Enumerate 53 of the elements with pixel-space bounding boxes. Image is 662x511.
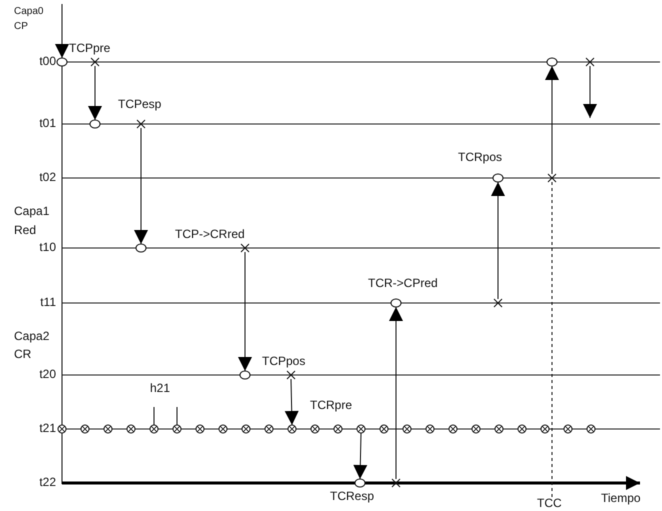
text-label: t01	[39, 117, 56, 131]
receive-mark	[391, 299, 401, 307]
arrow	[238, 252, 252, 372]
send-mark	[286, 371, 296, 379]
text-label: TCResp	[330, 490, 374, 504]
text-label: t21	[39, 422, 56, 436]
text-label: TCRpre	[310, 399, 352, 413]
text-label: t22	[39, 476, 56, 490]
arrow	[55, 16, 69, 58]
arrow	[389, 306, 403, 480]
arrow	[353, 432, 368, 480]
text-label: h21	[150, 382, 170, 396]
text-label: t02	[39, 171, 56, 185]
arrow	[88, 66, 102, 120]
text-label: t00	[39, 55, 56, 69]
text-label: TCP->CRred	[175, 228, 245, 242]
receive-mark	[240, 371, 250, 379]
receive-mark	[356, 425, 366, 433]
send-mark	[391, 479, 401, 487]
arrow	[134, 128, 148, 244]
send-mark	[90, 58, 100, 66]
receive-mark	[287, 425, 297, 433]
receive-mark	[136, 244, 146, 252]
text-label: t11	[40, 296, 56, 310]
text-label: Capa2	[14, 330, 50, 344]
text-label: CR	[14, 348, 32, 362]
text-label: Capa0	[14, 6, 44, 18]
receive-mark	[57, 58, 67, 66]
text-label: TCR->CPred	[368, 277, 438, 291]
arrow	[583, 66, 597, 118]
arrow	[284, 378, 299, 426]
text-label: TCPesp	[118, 98, 162, 112]
text-label: t20	[39, 368, 56, 382]
receive-mark	[90, 120, 100, 128]
send-mark	[136, 120, 146, 128]
receive-mark	[547, 58, 557, 66]
receive-mark	[355, 479, 365, 487]
text-label: CP	[14, 21, 28, 32]
text-label: t10	[39, 241, 56, 255]
text-label: TCRpos	[458, 151, 502, 165]
text-label: Red	[14, 224, 36, 238]
text-label: Tiempo	[601, 492, 641, 506]
time-label: TCC	[536, 497, 563, 510]
arrow	[491, 182, 505, 300]
send-mark	[240, 244, 250, 252]
send-mark	[547, 174, 557, 182]
text-label: TCPpre	[69, 42, 110, 56]
send-mark	[493, 299, 503, 307]
send-mark	[585, 58, 595, 66]
text-label: Capa1	[14, 205, 50, 219]
arrow	[545, 66, 559, 174]
receive-mark	[493, 174, 503, 182]
text-label: TCPpos	[262, 355, 306, 369]
